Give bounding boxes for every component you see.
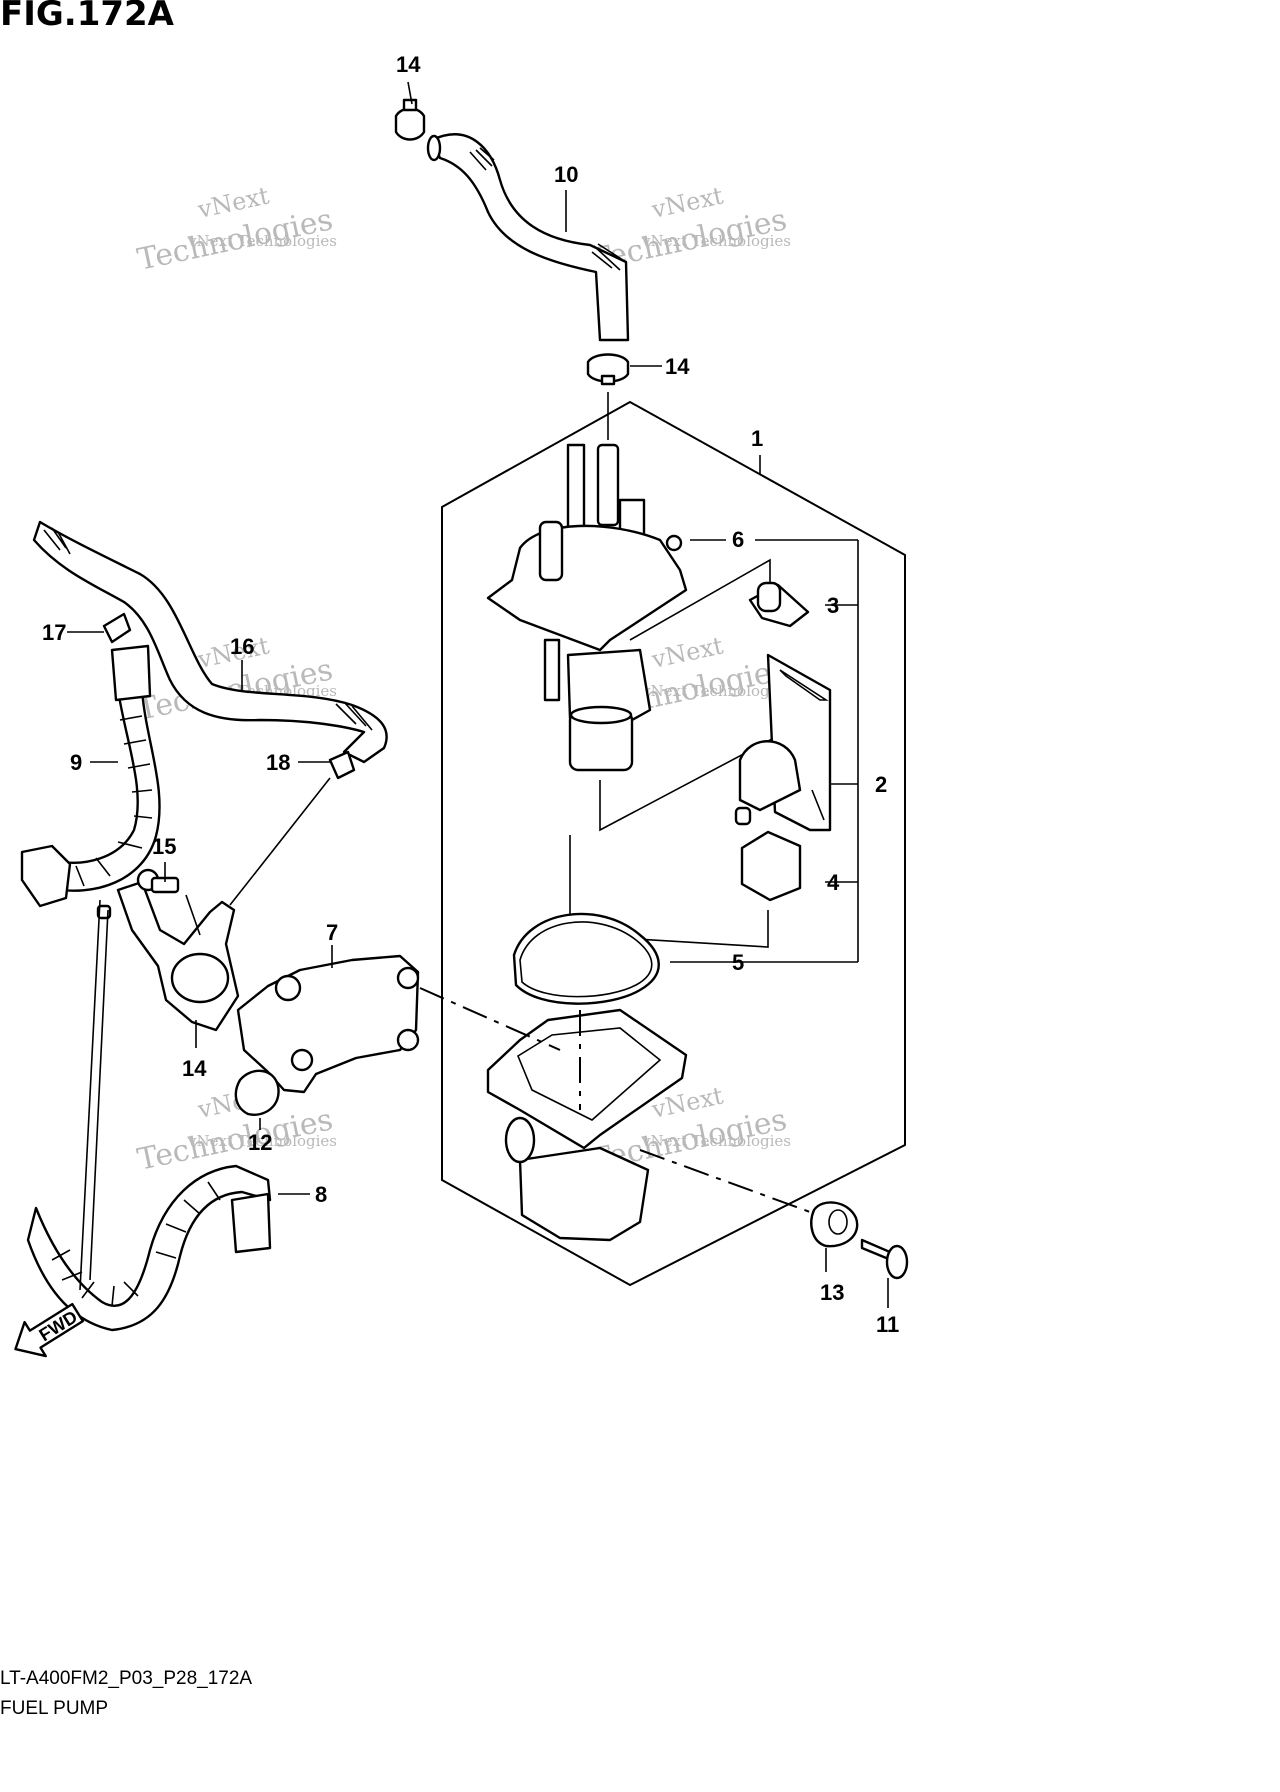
filter-part-2	[734, 653, 832, 832]
pressure-regulator-part-3	[748, 581, 810, 628]
callout-6: 6	[732, 527, 744, 552]
fuel-pump-assembly	[486, 443, 688, 772]
svg-text:vNext Technologies: vNext Technologies	[641, 1132, 791, 1150]
hose-clamp-part-14-top	[394, 98, 426, 141]
callout-15: 14	[182, 1056, 207, 1081]
diagram-code: LT-A400FM2_P03_P28_172A	[0, 1668, 253, 1689]
callout-2: 2	[875, 772, 887, 797]
bracket-part-7	[236, 954, 420, 1094]
callout-7: 7	[326, 920, 338, 945]
leader-lines	[67, 81, 889, 1308]
callout-18: 17	[42, 620, 66, 645]
callout-5: 5	[732, 950, 744, 975]
callout-8: 8	[315, 1182, 327, 1207]
callout-labels: 14 10 14 1 6 3 2 4 5 17 16 9 18 15 7 14 …	[42, 52, 899, 1337]
clamp-part-4	[740, 830, 802, 902]
callout-9: 9	[70, 750, 82, 775]
svg-text:vNext Technologies: vNext Technologies	[641, 232, 791, 250]
callout-13: 13	[820, 1280, 844, 1305]
grommet-part-12	[234, 1069, 280, 1116]
centerlines	[419, 987, 811, 1213]
callout-1: 1	[751, 426, 763, 451]
fuel-hose-part-9	[20, 644, 161, 908]
fuel-hose-part-8	[26, 1164, 272, 1332]
callout-12: 12	[248, 1130, 272, 1155]
bolt-part-11	[860, 1238, 909, 1280]
callout-10: 10	[554, 162, 578, 187]
callout-14-top: 14	[396, 52, 421, 77]
hose-clamp-part-19	[328, 750, 356, 780]
assembly-outline	[441, 400, 906, 1287]
hose-clamp-part-18	[102, 612, 132, 644]
fuel-valve-part-15	[96, 868, 240, 1032]
hose-clamp-part-14-lower	[586, 353, 630, 386]
pump-housing	[486, 1008, 688, 1242]
svg-text:vNext Technologies: vNext Technologies	[641, 682, 791, 700]
fuel-hose-part-10	[426, 133, 630, 342]
callout-3: 3	[827, 593, 839, 618]
watermark-1: vNext vNext Technologies Technologies	[134, 181, 337, 277]
svg-text:vNext Technologies: vNext Technologies	[187, 1132, 337, 1150]
grommet-part-13	[810, 1201, 859, 1248]
callout-4: 4	[827, 870, 840, 895]
callout-16: 15	[152, 834, 176, 859]
svg-text:vNext Technologies: vNext Technologies	[187, 232, 337, 250]
callout-14-lower: 14	[665, 354, 690, 379]
figure-title: FIG.172A	[0, 0, 174, 34]
callout-17: 16	[230, 634, 254, 659]
diagram-caption: FUEL PUMP	[0, 1698, 109, 1719]
fuel-hose-part-17	[32, 520, 388, 764]
callout-19: 18	[266, 750, 290, 775]
gasket-part-5	[512, 912, 660, 1005]
callout-11: 11	[876, 1312, 899, 1337]
